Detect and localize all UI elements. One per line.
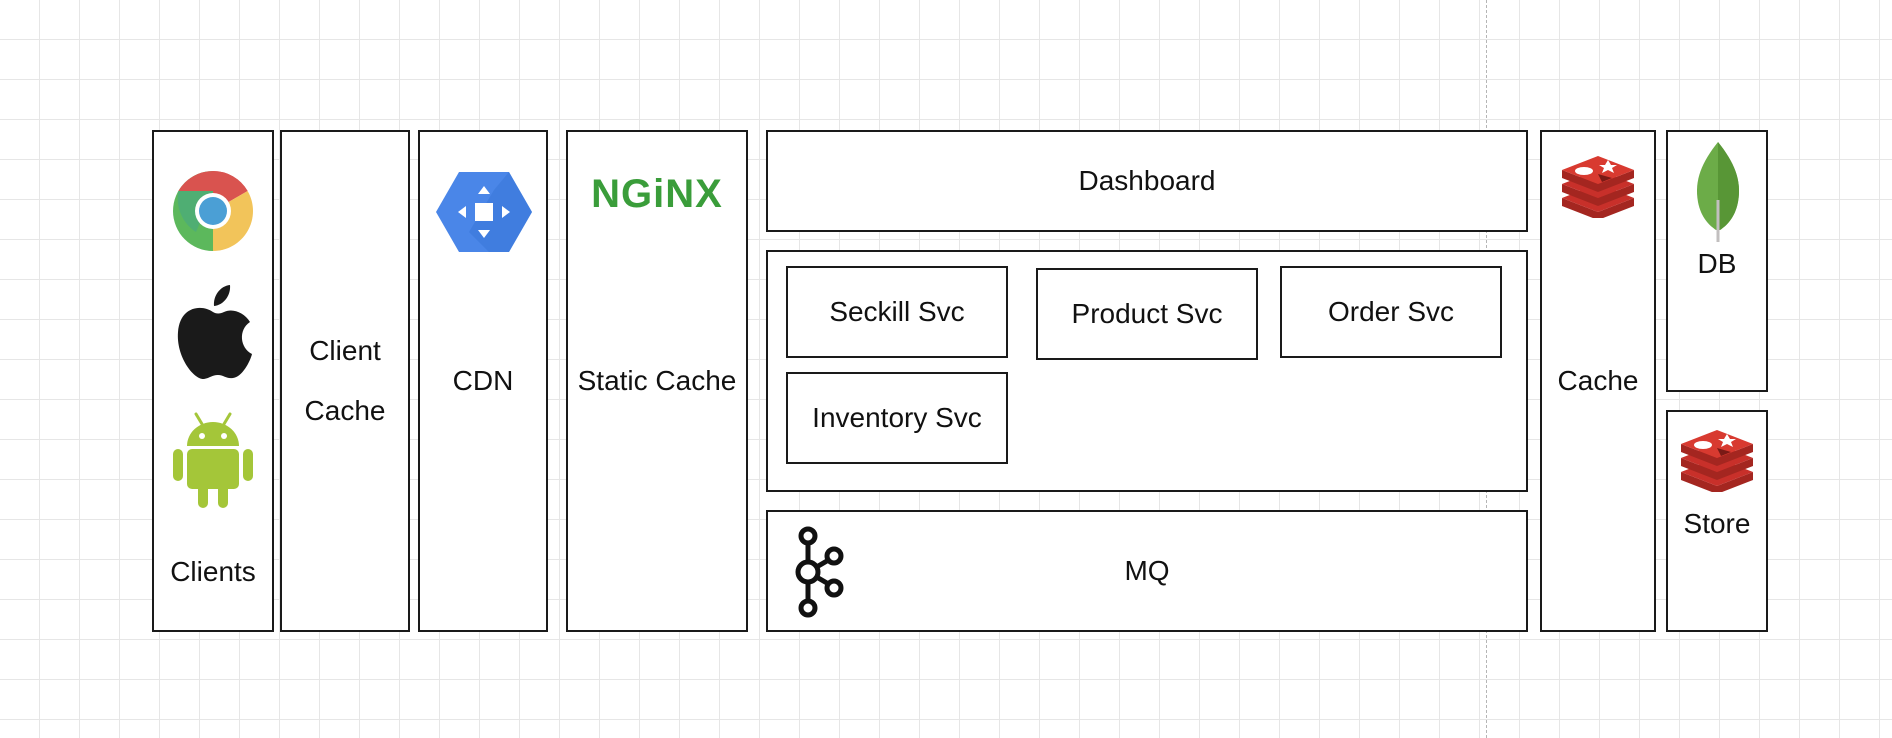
product-svc-box: Product Svc	[1036, 268, 1258, 360]
android-icon	[173, 412, 253, 508]
seckill-svc-box: Seckill Svc	[786, 266, 1008, 358]
apple-icon	[177, 285, 252, 380]
order-svc-box: Order Svc	[1280, 266, 1502, 358]
mq-label: MQ	[1124, 555, 1170, 586]
seckill-svc-label: Seckill Svc	[829, 296, 965, 327]
services-container: Seckill Svc Product Svc Order Svc Invent…	[766, 250, 1528, 492]
cdn-label: CDN	[452, 365, 514, 396]
product-svc-label: Product Svc	[1071, 298, 1223, 329]
kafka-icon	[795, 526, 844, 618]
inventory-svc-box: Inventory Svc	[786, 372, 1008, 464]
client-cache-label-line1: Client	[309, 335, 381, 366]
cache-label: Cache	[1557, 365, 1639, 396]
store-box: Store	[1666, 410, 1768, 632]
clients-box: Clients	[152, 130, 274, 632]
client-cache-label-line2: Cache	[304, 395, 386, 426]
dashboard-box: Dashboard	[766, 130, 1528, 232]
inventory-svc-label: Inventory Svc	[812, 402, 982, 433]
chrome-icon	[173, 171, 253, 251]
clients-label: Clients	[170, 556, 256, 587]
cdn-box: CDN	[418, 130, 548, 632]
redis-icon	[1681, 430, 1753, 492]
redis-icon	[1562, 156, 1634, 218]
store-label: Store	[1683, 508, 1751, 539]
cloud-cdn-icon	[436, 172, 532, 252]
mq-box: MQ	[766, 510, 1528, 632]
client-cache-label: Client Cache	[305, 335, 386, 427]
static-cache-box: NGiNX Static Cache	[566, 130, 748, 632]
client-cache-box: Client Cache	[280, 130, 410, 632]
db-label: DB	[1697, 248, 1737, 279]
order-svc-label: Order Svc	[1327, 296, 1455, 327]
db-box: DB	[1666, 130, 1768, 392]
mongodb-leaf-icon	[1696, 142, 1740, 242]
cache-box: Cache	[1540, 130, 1656, 632]
nginx-logo: NGiNX	[591, 172, 723, 216]
static-cache-label: Static Cache	[577, 365, 737, 396]
dashboard-label: Dashboard	[1078, 165, 1216, 196]
